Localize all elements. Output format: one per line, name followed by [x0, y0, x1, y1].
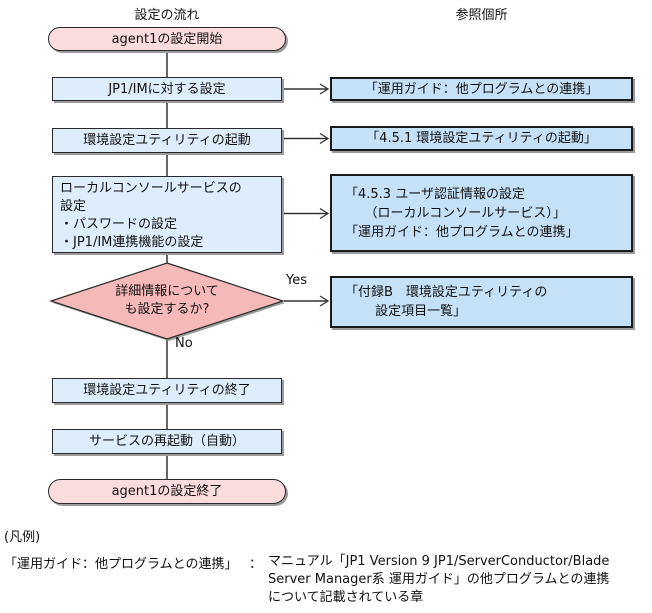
arrowheads: [319, 83, 330, 307]
process-local-console-settings: ローカルコンソールサービスの 設定 ・パスワードの設定 ・JP1/IM連携機能の…: [52, 176, 282, 253]
decision-diamond-shape: [49, 262, 285, 340]
decision-question: 詳細情報について も設定するか?: [115, 284, 219, 317]
reference-4-5-3: 「4.5.3 ユーザ認証情報の設定 （ローカルコンソールサービス）」 「運用ガイ…: [330, 174, 633, 252]
legend-heading: (凡例): [4, 530, 41, 545]
legend-term: 「運用ガイド：他プログラムとの連携」: [4, 557, 238, 572]
reference-4-5-1: 「4.5.1 環境設定ユティリティの起動」: [330, 126, 633, 151]
flow-connectors: [166, 51, 327, 479]
yes-label: Yes: [286, 273, 307, 288]
legend-separator: ：: [249, 557, 263, 572]
process-utility-end: 環境設定ユティリティの終了: [52, 378, 282, 403]
process-jp1im-settings: JP1/IMに対する設定: [52, 77, 282, 101]
process-service-restart: サービスの再起動（自動）: [52, 429, 282, 454]
reference-column-title: 参照個所: [455, 8, 508, 23]
reference-operation-guide: 「運用ガイド：他プログラムとの連携」: [330, 77, 633, 101]
end-terminator: agent1の設定終了: [48, 479, 286, 504]
flow-column-title: 設定の流れ: [134, 8, 200, 23]
process-utility-start: 環境設定ユティリティの起動: [52, 128, 282, 153]
start-terminator: agent1の設定開始: [48, 27, 286, 51]
legend-description: マニュアル「JP1 Version 9 JP1/ServerConductor/…: [268, 554, 610, 605]
no-label: No: [175, 336, 193, 351]
reference-appendix-b: 「付録B 環境設定ユティリティの 設定項目一覧」: [330, 276, 633, 328]
